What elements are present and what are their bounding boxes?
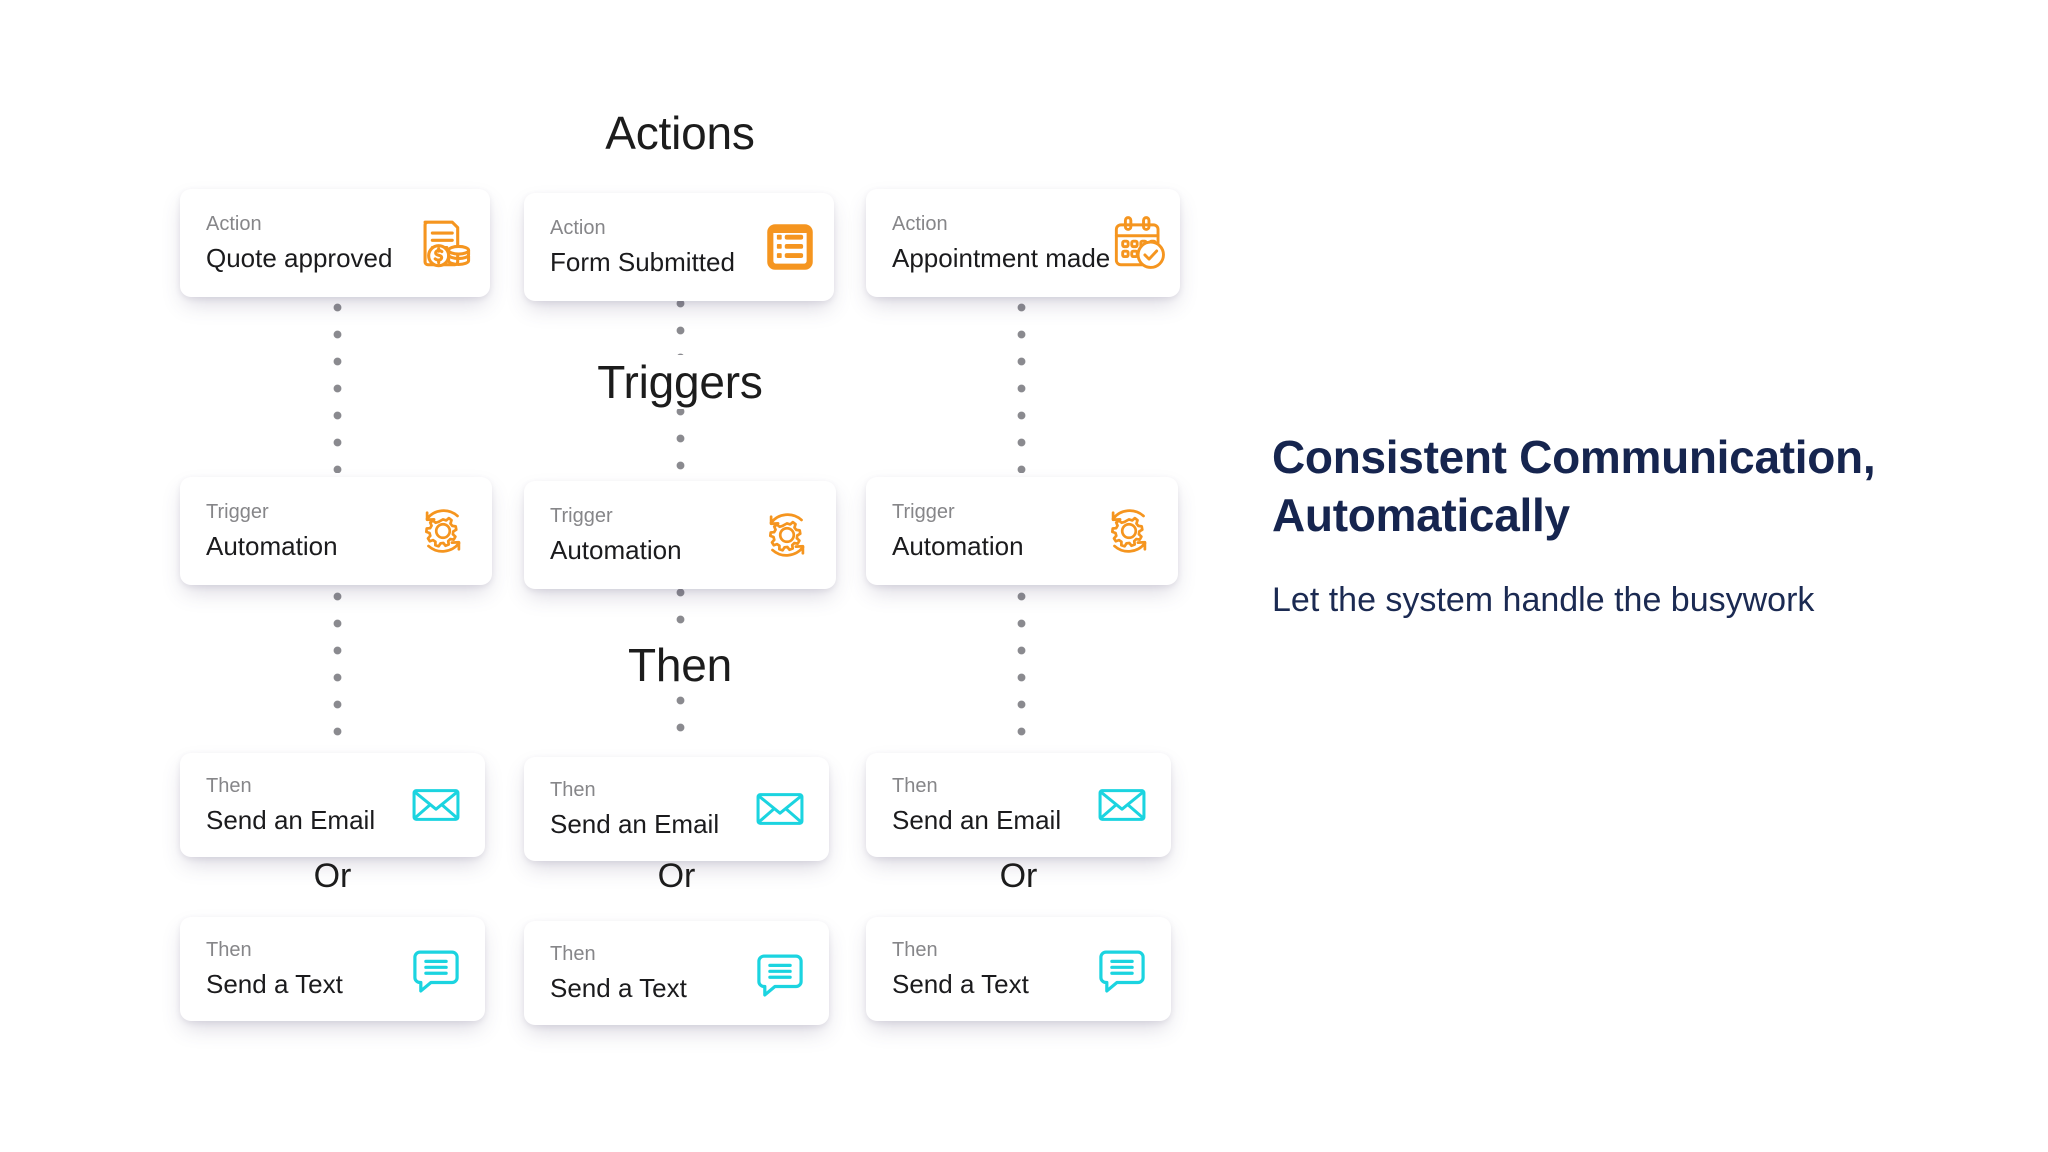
action-card-col2[interactable]: Action Form Submitted	[524, 193, 834, 301]
action-card-col3-label: Appointment made	[892, 243, 1111, 274]
gear-refresh-icon	[1098, 500, 1160, 562]
then-text-card-col3[interactable]: Then Send a Text	[866, 917, 1171, 1021]
then-text-card-col2-kicker: Then	[550, 943, 596, 966]
then-text-card-col2[interactable]: Then Send a Text	[524, 921, 829, 1025]
calendar-check-icon	[1110, 214, 1168, 272]
chat-bubble-icon	[753, 946, 807, 1000]
then-email-card-col3[interactable]: Then Send an Email	[866, 753, 1171, 857]
section-title-actions: Actions	[0, 106, 1360, 160]
or-label-col1: Or	[313, 857, 352, 895]
trigger-card-col3-label: Automation	[892, 531, 1024, 562]
invoice-money-icon	[416, 214, 474, 272]
then-email-card-col2-kicker: Then	[550, 779, 596, 802]
then-email-card-col2-label: Send an Email	[550, 809, 720, 840]
headline: Consistent Communication, Automatically	[1272, 431, 1876, 542]
then-email-card-col3-label: Send an Email	[892, 805, 1062, 836]
envelope-icon	[1095, 778, 1149, 832]
then-email-card-col1-kicker: Then	[206, 775, 252, 798]
subheadline: Let the system handle the busywork	[1272, 580, 1815, 619]
then-text-card-col1[interactable]: Then Send a Text	[180, 917, 485, 1021]
gear-refresh-icon	[756, 504, 818, 566]
then-text-card-col3-kicker: Then	[892, 939, 938, 962]
envelope-icon	[409, 778, 463, 832]
then-email-card-col3-kicker: Then	[892, 775, 938, 798]
then-email-card-col2[interactable]: Then Send an Email	[524, 757, 829, 861]
trigger-card-col2-label: Automation	[550, 535, 682, 566]
section-title-then: Then	[0, 638, 1360, 692]
chat-bubble-icon	[409, 942, 463, 996]
trigger-card-col1-label: Automation	[206, 531, 338, 562]
section-title-actions-text: Actions	[583, 106, 777, 160]
then-text-card-col2-label: Send a Text	[550, 973, 687, 1004]
then-text-card-col1-label: Send a Text	[206, 969, 343, 1000]
marketing-copy: Consistent Communication, Automatically …	[1272, 428, 2012, 621]
gear-refresh-icon	[412, 500, 474, 562]
chat-bubble-icon	[1095, 942, 1149, 996]
action-card-col3[interactable]: Action Appointment made	[866, 189, 1180, 297]
section-title-triggers-text: Triggers	[575, 355, 785, 409]
action-card-col1-kicker: Action	[206, 213, 262, 236]
trigger-card-col3[interactable]: Trigger Automation	[866, 477, 1178, 585]
connector-dots-col3-action-trigger	[1017, 303, 1026, 473]
trigger-card-col3-kicker: Trigger	[892, 501, 955, 524]
connector-dots-col1-action-trigger	[333, 303, 342, 473]
action-card-col1-label: Quote approved	[206, 243, 393, 274]
trigger-card-col2[interactable]: Trigger Automation	[524, 481, 836, 589]
then-text-card-col3-label: Send a Text	[892, 969, 1029, 1000]
section-title-then-text: Then	[605, 638, 755, 692]
action-card-col2-label: Form Submitted	[550, 247, 735, 278]
or-label-col2: Or	[657, 857, 696, 895]
then-email-card-col1[interactable]: Then Send an Email	[180, 753, 485, 857]
form-list-icon	[762, 219, 818, 275]
connector-dots-col3-trigger-then	[1017, 592, 1026, 745]
action-card-col2-kicker: Action	[550, 217, 606, 240]
action-card-col1[interactable]: Action Quote approved	[180, 189, 490, 297]
connector-dots-col1-trigger-then	[333, 592, 342, 745]
then-email-card-col1-label: Send an Email	[206, 805, 376, 836]
trigger-card-col2-kicker: Trigger	[550, 505, 613, 528]
then-text-card-col1-kicker: Then	[206, 939, 252, 962]
automation-flow-diagram: Actions Triggers Then Action Quote appro…	[180, 107, 1180, 1025]
envelope-icon	[753, 782, 807, 836]
action-card-col3-kicker: Action	[892, 213, 948, 236]
section-title-triggers: Triggers	[0, 355, 1360, 409]
trigger-card-col1[interactable]: Trigger Automation	[180, 477, 492, 585]
or-label-col3: Or	[999, 857, 1038, 895]
trigger-card-col1-kicker: Trigger	[206, 501, 269, 524]
